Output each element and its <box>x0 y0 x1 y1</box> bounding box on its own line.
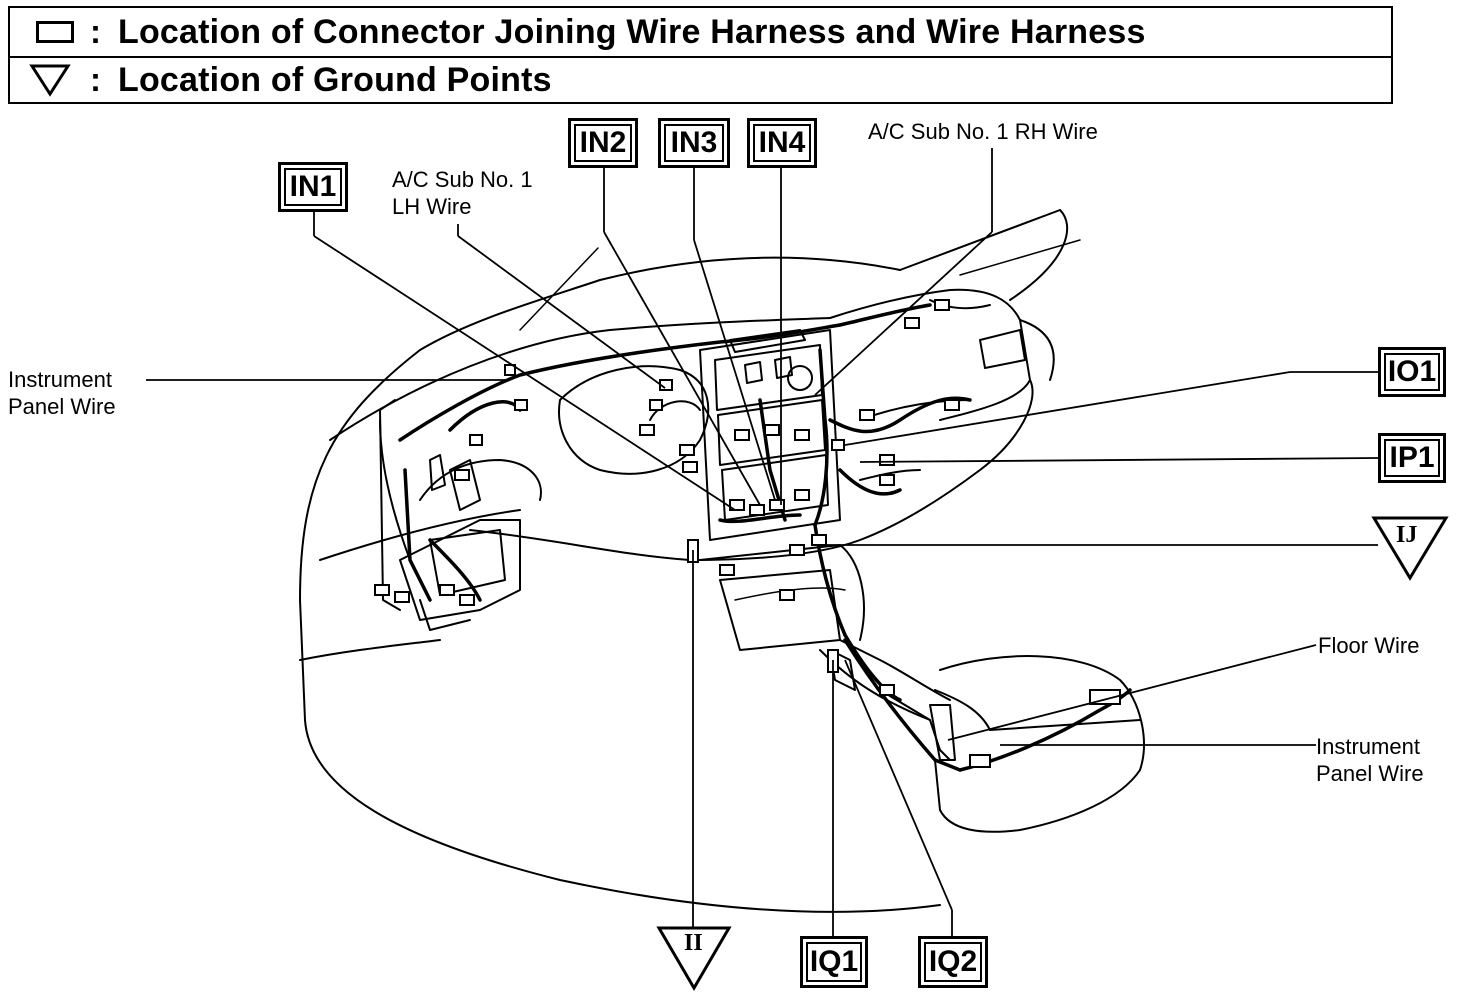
connector-ip1-box: IP1 <box>1378 433 1446 483</box>
connector-in1-box: IN1 <box>278 162 348 212</box>
label-line: LH Wire <box>392 194 472 219</box>
ground-ij-label: IJ <box>1396 522 1418 548</box>
legend-separator: : <box>90 13 101 50</box>
connector-in3-box: IN3 <box>658 118 730 168</box>
instrument-panel-wire-left-label: Instrument Panel Wire <box>8 366 116 420</box>
connector-iq2-box: IQ2 <box>918 936 988 988</box>
legend-box: : Location of Connector Joining Wire Har… <box>8 6 1393 104</box>
ground-ii-icon <box>656 926 732 991</box>
label-line: A/C Sub No. 1 <box>392 167 533 192</box>
label-line: Instrument <box>1316 734 1420 759</box>
legend-row-ground: : Location of Ground Points <box>10 56 1391 104</box>
label-line: Instrument <box>8 367 112 392</box>
connector-symbol-icon <box>10 21 90 43</box>
floor-wire-label: Floor Wire <box>1318 633 1420 658</box>
legend-ground-text: Location of Ground Points <box>118 60 552 99</box>
connector-iq1-box: IQ1 <box>800 936 868 988</box>
ground-symbol-icon <box>10 62 90 98</box>
connector-in2-box: IN2 <box>568 118 638 168</box>
ac-sub-lh-wire-label: A/C Sub No. 1 LH Wire <box>392 166 533 220</box>
label-line: Panel Wire <box>1316 761 1424 786</box>
ac-sub-rh-wire-label: A/C Sub No. 1 RH Wire <box>868 119 1098 144</box>
legend-connector-text: Location of Connector Joining Wire Harne… <box>118 12 1146 51</box>
connector-in4-box: IN4 <box>747 118 817 168</box>
instrument-panel-wire-right-label: Instrument Panel Wire <box>1316 733 1424 787</box>
label-line: Panel Wire <box>8 394 116 419</box>
connector-io1-box: IO1 <box>1378 347 1446 397</box>
ground-ij-icon <box>1371 516 1449 581</box>
ground-ii-label: II <box>684 930 703 956</box>
legend-row-connector: : Location of Connector Joining Wire Har… <box>10 8 1391 58</box>
legend-separator: : <box>90 61 101 98</box>
